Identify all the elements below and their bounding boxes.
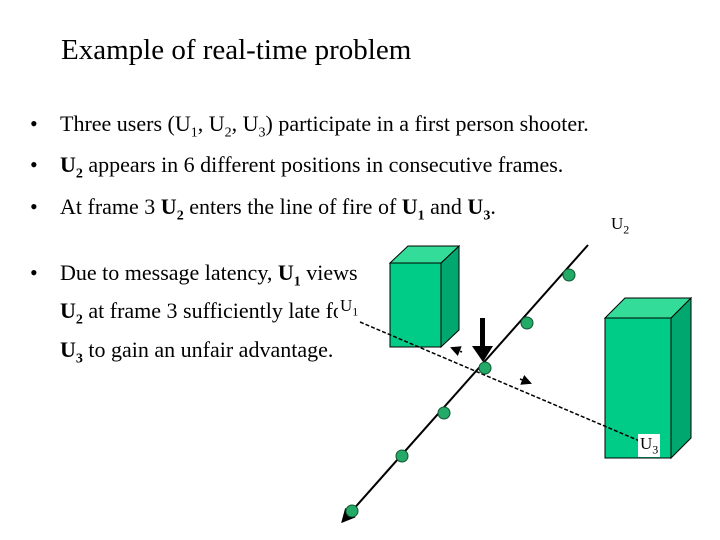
bullet-line-of-fire: •At frame 3 U2 enters the line of fire o…: [30, 191, 589, 232]
position-dot-6: [345, 504, 359, 518]
position-dot-3: [478, 361, 492, 375]
down-arrow-icon: [472, 318, 493, 362]
slide-title: Example of real-time problem: [61, 34, 412, 66]
bullet-list: •Three users (U1, U2, U3) participate in…: [30, 108, 589, 232]
label-u1: U1: [338, 296, 361, 320]
line-of-fire: [359, 321, 643, 443]
bullet-dot: •: [30, 260, 38, 285]
bullet-list-latency: •Due to message latency, U1 views U2 at …: [30, 258, 370, 373]
position-dot-1: [562, 268, 576, 282]
position-dot-4: [437, 406, 451, 420]
bullet-dot: •: [30, 111, 38, 136]
bullet-dot: •: [30, 193, 38, 219]
position-dot-5: [395, 449, 409, 463]
latency-arrow-1: [519, 375, 532, 385]
bullet-latency: •Due to message latency, U1 views U2 at …: [30, 260, 358, 367]
u2-path-line: [341, 244, 589, 524]
right-box: [603, 296, 693, 460]
bullet-dot: •: [30, 152, 38, 178]
bullet-users: •Three users (U1, U2, U3) participate in…: [30, 108, 589, 149]
bullet-positions: •U2 appears in 6 different positions in …: [30, 149, 589, 190]
latency-arrow-2: [450, 346, 463, 356]
left-box: [388, 244, 461, 349]
label-u3: U3: [638, 434, 661, 458]
label-u2: U2: [609, 214, 632, 238]
position-dot-2: [520, 316, 534, 330]
